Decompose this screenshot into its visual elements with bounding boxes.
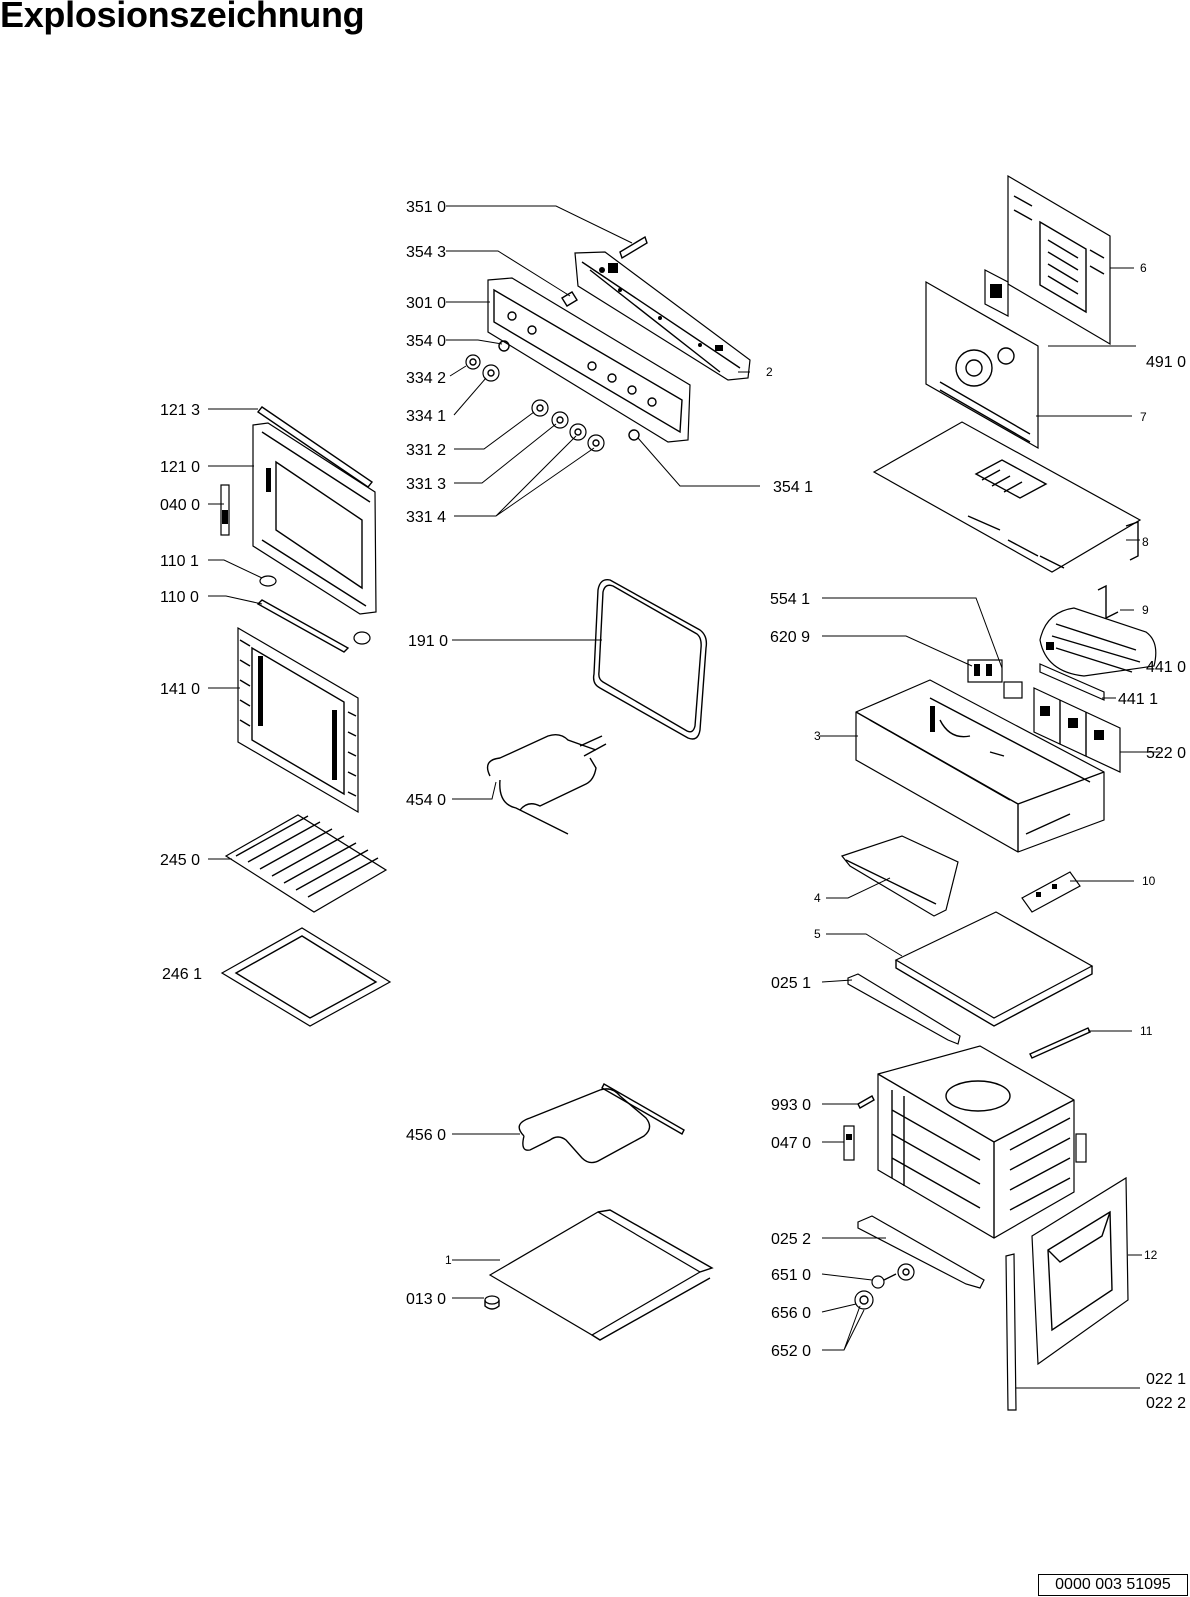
hinge-bar: [1005, 1253, 1017, 1411]
door-frame: [252, 422, 377, 615]
top-cover: [872, 421, 1142, 573]
callout-4411: 441 1: [1118, 691, 1158, 708]
callout-12: 12: [1144, 1248, 1158, 1262]
callout-1101: 110 1: [160, 553, 199, 570]
callout-3541: 354 1: [773, 479, 813, 496]
knob-small: [465, 354, 500, 382]
callout-9: 9: [1142, 603, 1149, 617]
page-title: Explosionszeichnung: [0, 0, 365, 35]
grill-element: [486, 733, 607, 835]
callout-3510: 351 0: [406, 199, 446, 216]
door-gasket: [592, 579, 708, 740]
callout-0251: 025 1: [771, 975, 811, 992]
callout-10: 10: [1142, 874, 1156, 888]
callout-0222: 022 2: [1146, 1395, 1186, 1412]
wire-shelf: [224, 814, 388, 913]
callout-2461: 246 1: [162, 966, 202, 983]
fan-motor: [1039, 607, 1157, 677]
callout-9930: 993 0: [771, 1097, 811, 1114]
door-hinge: [220, 484, 230, 536]
callout-3540: 354 0: [406, 333, 446, 350]
shelf-support: [1021, 871, 1081, 913]
thermostat: [1033, 687, 1121, 773]
callout-6520: 652 0: [771, 1343, 811, 1360]
side-rail: [840, 835, 959, 917]
rear-panel: [1007, 174, 1111, 346]
callout-1213: 121 3: [160, 402, 200, 419]
door-glass-outer: [237, 626, 359, 814]
callout-2450: 245 0: [160, 852, 200, 869]
control-panel-frame: [574, 251, 751, 381]
callout-0252: 025 2: [771, 1231, 811, 1248]
callout-3341: 334 1: [406, 408, 446, 425]
bracket-9: [1097, 584, 1119, 620]
callout-8: 8: [1142, 535, 1149, 549]
thermostat-box: [984, 269, 1009, 317]
callout-2: 2: [766, 365, 773, 379]
indicator-lamp-top: [561, 291, 578, 307]
callout-3313: 331 3: [406, 476, 446, 493]
housing: [855, 679, 1105, 853]
callout-3312: 331 2: [406, 442, 446, 459]
callout-7: 7: [1140, 410, 1147, 424]
bottom-cover: [488, 1209, 714, 1341]
hinge-assembly: [854, 1263, 915, 1310]
callout-4540: 454 0: [406, 792, 446, 809]
callout-1100: 110 0: [160, 589, 199, 606]
callout-6209: 620 9: [770, 629, 810, 646]
control-switch: [619, 235, 648, 260]
terminal-block: [1039, 663, 1105, 701]
side-rail-long: [847, 973, 961, 1045]
fan-cover: [925, 280, 1039, 450]
callout-5220: 522 0: [1146, 745, 1186, 762]
hinge-washer: [259, 575, 371, 645]
callout-1410: 141 0: [160, 681, 200, 698]
oven-cavity: [877, 1045, 1087, 1239]
side-panel: [1031, 1176, 1129, 1366]
rod-11: [1029, 1027, 1091, 1059]
indicator-lamp: [498, 340, 640, 441]
callout-3342: 334 2: [406, 370, 446, 387]
callout-3: 3: [814, 729, 821, 743]
callout-5541: 554 1: [770, 591, 810, 608]
leader-lines: [208, 205, 1160, 1389]
baking-tray: [220, 927, 392, 1027]
callout-labels: 351 0 354 3 301 0 354 0 334 2 334 1 331 …: [160, 199, 1186, 1412]
callout-1: 1: [445, 1253, 452, 1267]
cavity-screw: [857, 1095, 875, 1109]
bottom-panel: [894, 911, 1094, 1027]
callout-4410: 441 0: [1146, 659, 1186, 676]
foot: [484, 1295, 500, 1310]
callout-6: 6: [1140, 261, 1147, 275]
heating-element: [518, 1083, 685, 1164]
callout-5: 5: [814, 927, 821, 941]
switch: [967, 659, 1023, 699]
bracket-047: [843, 1125, 855, 1161]
callout-0130: 013 0: [406, 1291, 446, 1308]
callout-4: 4: [814, 891, 821, 905]
callout-0400: 040 0: [160, 497, 200, 514]
callout-3543: 354 3: [406, 244, 446, 261]
callout-11: 11: [1140, 1024, 1153, 1038]
door-handle-rod: [256, 599, 350, 653]
callout-0221: 022 1: [1146, 1371, 1186, 1388]
callout-1910: 191 0: [408, 633, 448, 650]
callout-3314: 331 4: [406, 509, 446, 526]
document-id: 0000 003 51095: [1038, 1574, 1188, 1596]
callout-6560: 656 0: [771, 1305, 811, 1322]
front-panel: [487, 277, 691, 443]
front-rail: [857, 1215, 985, 1289]
callout-4560: 456 0: [406, 1127, 446, 1144]
callout-3010: 301 0: [406, 295, 446, 312]
callout-4910: 491 0: [1146, 354, 1186, 371]
callout-1210: 121 0: [160, 459, 200, 476]
callout-0470: 047 0: [771, 1135, 811, 1152]
callout-6510: 651 0: [771, 1267, 811, 1284]
